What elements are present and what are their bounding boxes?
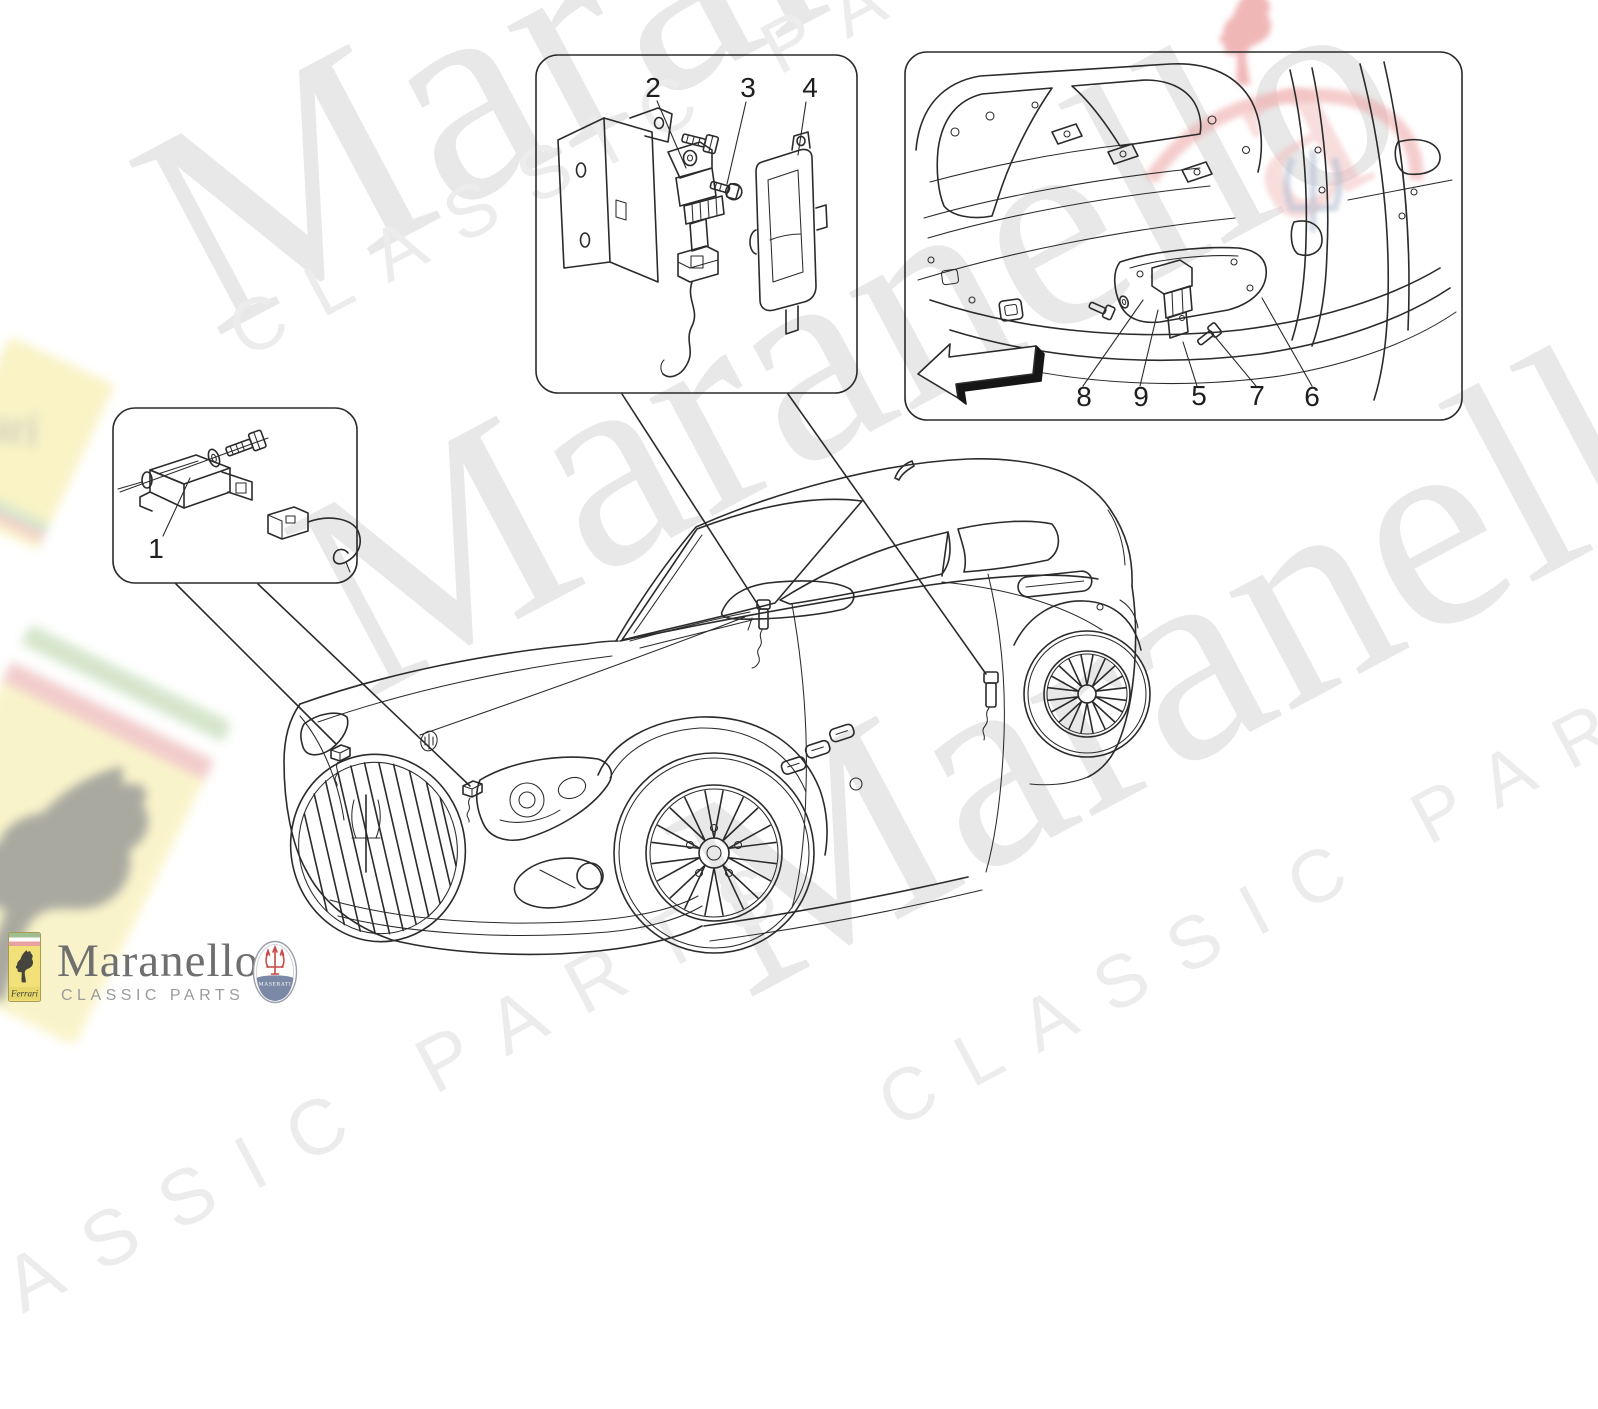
svg-text:MASERATI: MASERATI: [259, 982, 292, 988]
part-number-label: 2: [645, 72, 661, 103]
part-number-label: 6: [1304, 381, 1320, 412]
svg-text:Ferrari: Ferrari: [10, 989, 38, 999]
part-number-label: 4: [802, 72, 818, 103]
leader-lines-to-car: [175, 393, 987, 787]
part-number-label: 8: [1076, 381, 1092, 412]
part-number-label: 9: [1133, 381, 1149, 412]
screw-icon: [709, 180, 743, 201]
part-number-label: 7: [1249, 380, 1265, 411]
sensor-icon: [667, 141, 725, 252]
direction-arrow-icon: [917, 343, 1045, 405]
connector-icon: [267, 506, 361, 573]
door-handle-icon: [1017, 570, 1093, 598]
cover-plate-icon: [749, 131, 828, 335]
mounting-bracket-icon: [557, 107, 673, 283]
car-line-art: [283, 458, 1151, 956]
box3-door-panel-detail: [915, 61, 1457, 405]
maserati-badge-icon: MASERATI: [252, 940, 298, 1004]
part-number-label: 3: [740, 72, 756, 103]
connector-icon: [660, 245, 719, 378]
ferrari-badge-icon: Ferrari: [8, 932, 41, 1002]
footer-subtitle-text: CLASSIC PARTS: [61, 987, 245, 1004]
part-number-label: 5: [1191, 380, 1207, 411]
front-left-sensor-icon: [330, 744, 351, 787]
sensor-icon: [117, 454, 253, 512]
crash-sensors-diagram: [112, 51, 1463, 956]
footer-brand-text: Maranello: [57, 935, 260, 987]
box1-front-sensor-detail: [117, 429, 361, 573]
box2-bracket-sensor-detail: [557, 100, 828, 378]
screw-icon: [225, 429, 267, 457]
rear-wheel-icon: [1023, 630, 1151, 758]
side-vents-icon: [780, 723, 855, 775]
callout-box-3: [904, 51, 1463, 421]
grille-trident-icon: [351, 794, 381, 873]
trident-icon: [265, 944, 285, 975]
front-center-sensor-icon: [462, 780, 483, 823]
door-sensor-icon: [982, 671, 999, 741]
front-wheel-icon: [613, 752, 815, 954]
grille-icon: [289, 753, 467, 943]
windshield-sensor-icon: [751, 599, 771, 669]
part-number-label: 1: [148, 533, 164, 564]
callout-box-2: [535, 54, 858, 394]
